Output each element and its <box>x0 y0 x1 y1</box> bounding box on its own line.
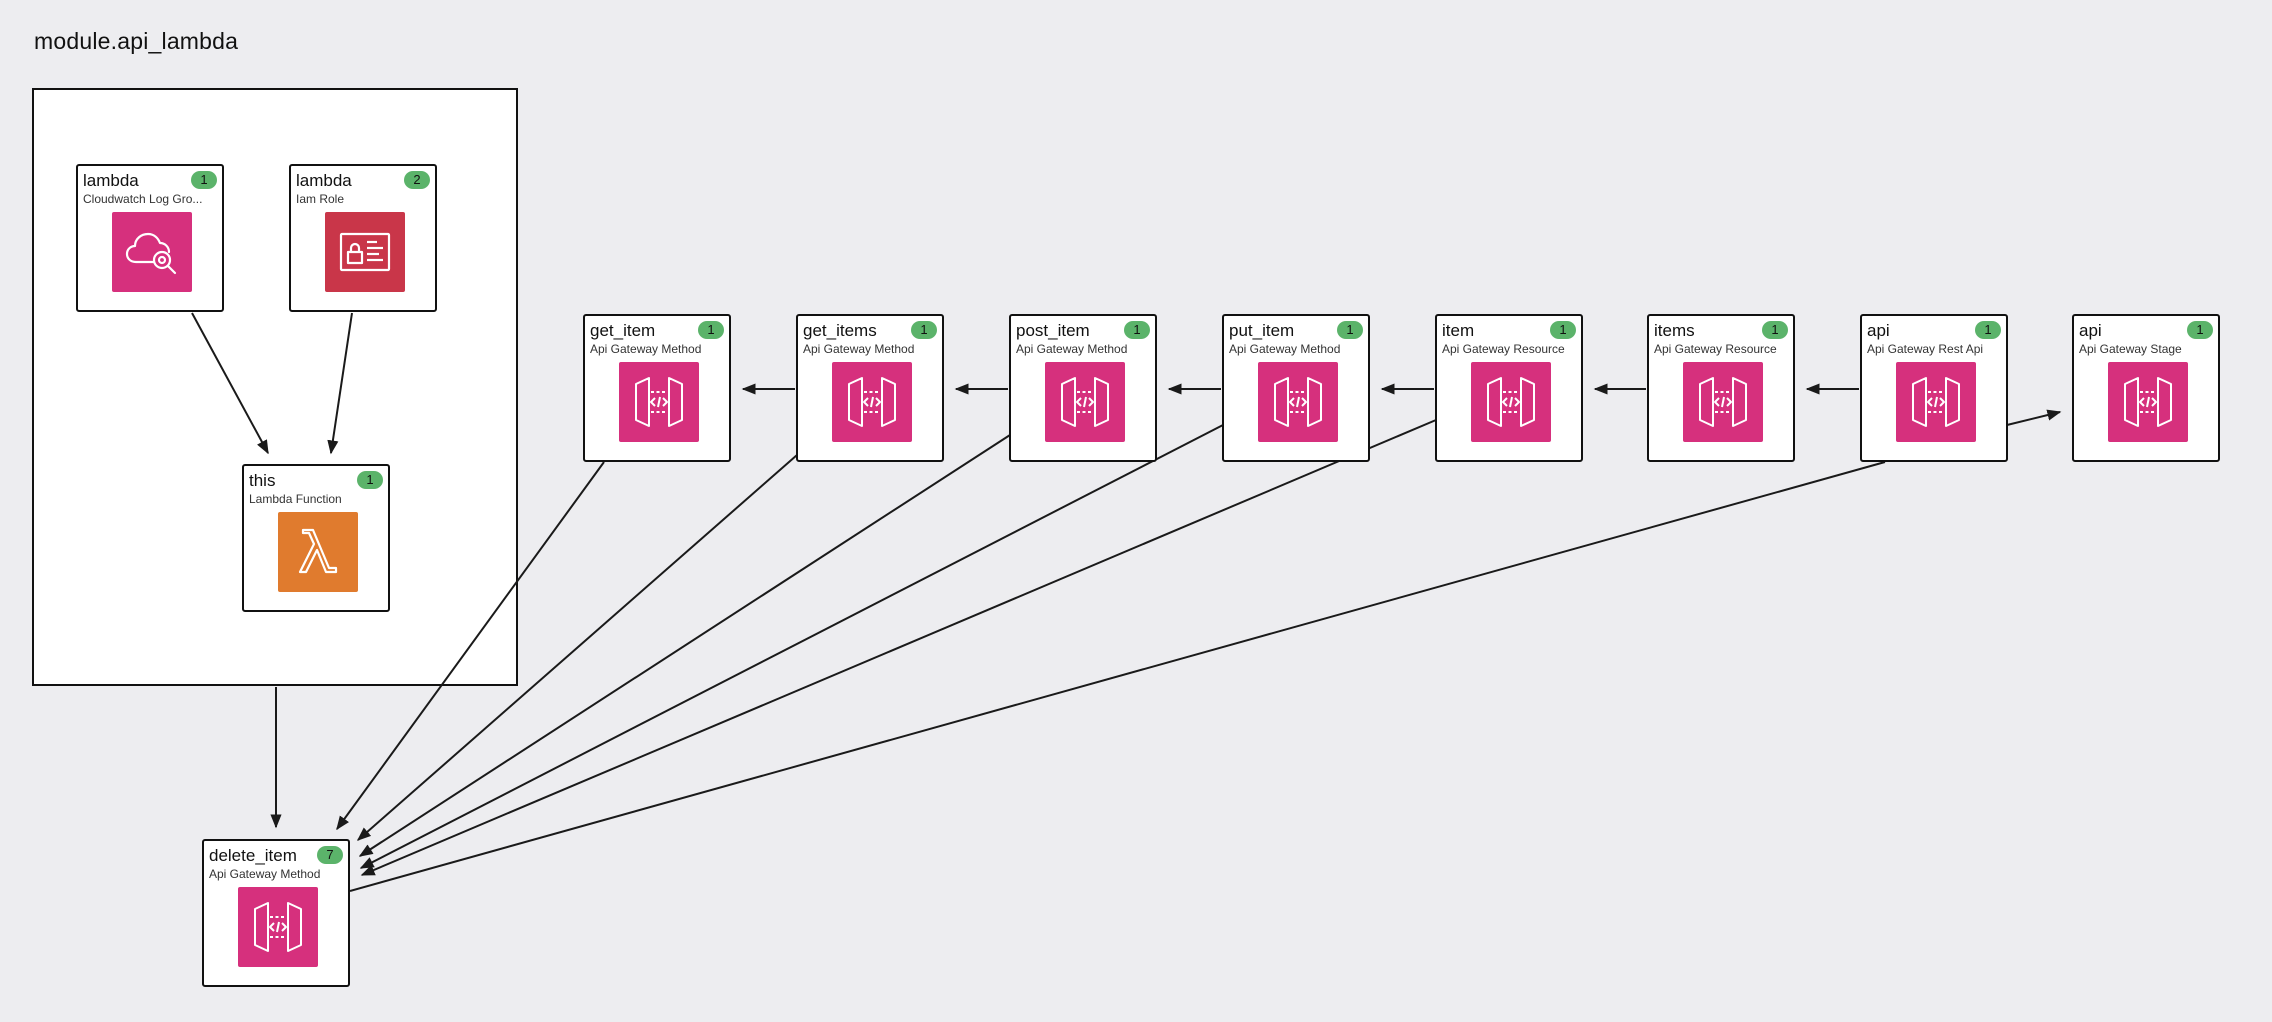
node-lambda-function[interactable]: this 1 Lambda Function <box>242 464 390 612</box>
node-delete-item[interactable]: delete_item 7 Api Gateway Method <box>202 839 350 987</box>
node-name: get_item <box>590 321 656 340</box>
node-type: Api Gateway Rest Api <box>1867 342 1984 356</box>
node-type: Iam Role <box>296 192 345 206</box>
count-badge: 1 <box>357 471 383 489</box>
count-badge: 1 <box>1975 321 2001 339</box>
node-name: item <box>1442 321 1475 340</box>
count-badge: 7 <box>317 846 343 864</box>
api-gateway-icon <box>619 362 699 442</box>
node-name: post_item <box>1016 321 1090 340</box>
node-put-item[interactable]: put_item 1 Api Gateway Method <box>1222 314 1370 462</box>
node-type: Lambda Function <box>249 492 342 506</box>
node-name: this <box>249 471 276 490</box>
node-name: delete_item <box>209 846 297 865</box>
cloudwatch-icon <box>112 212 192 292</box>
node-type: Api Gateway Resource <box>1442 342 1565 356</box>
node-name: api <box>1867 321 1890 340</box>
api-gateway-icon <box>2108 362 2188 442</box>
node-name: lambda <box>83 171 139 190</box>
node-items[interactable]: items 1 Api Gateway Resource <box>1647 314 1795 462</box>
count-badge: 1 <box>911 321 937 339</box>
node-name: items <box>1654 321 1695 340</box>
node-type: Api Gateway Method <box>590 342 702 356</box>
node-item[interactable]: item 1 Api Gateway Resource <box>1435 314 1583 462</box>
count-badge: 1 <box>1762 321 1788 339</box>
lambda-icon <box>278 512 358 592</box>
count-badge: 1 <box>2187 321 2213 339</box>
iam-role-icon <box>325 212 405 292</box>
edge-loggroup-to-lambda <box>191 312 269 455</box>
edge-api-to-stage <box>2006 409 2062 426</box>
api-gateway-icon <box>832 362 912 442</box>
node-log-group[interactable]: lambda 1 Cloudwatch Log Gro... <box>76 164 224 312</box>
node-stage[interactable]: api 1 Api Gateway Stage <box>2072 314 2220 462</box>
api-gateway-icon <box>1471 362 1551 442</box>
node-get-item[interactable]: get_item 1 Api Gateway Method <box>583 314 731 462</box>
api-gateway-icon <box>1258 362 1338 442</box>
edge-get-items-to-delete-item <box>356 454 798 841</box>
api-gateway-icon <box>1683 362 1763 442</box>
edge-put-item-to-delete-item <box>359 424 1224 869</box>
node-rest-api[interactable]: api 1 Api Gateway Rest Api <box>1860 314 2008 462</box>
node-iam-role[interactable]: lambda 2 Iam Role <box>289 164 437 312</box>
node-post-item[interactable]: post_item 1 Api Gateway Method <box>1009 314 1157 462</box>
node-type: Api Gateway Method <box>1229 342 1341 356</box>
api-gateway-icon <box>238 887 318 967</box>
count-badge: 1 <box>191 171 217 189</box>
node-type: Api Gateway Method <box>209 867 321 881</box>
count-badge: 1 <box>1550 321 1576 339</box>
node-name: put_item <box>1229 321 1295 340</box>
node-name: lambda <box>296 171 352 190</box>
edge-item-to-delete-item <box>360 419 1437 876</box>
module-title: module.api_lambda <box>34 28 239 54</box>
node-type: Api Gateway Stage <box>2079 342 2182 356</box>
count-badge: 1 <box>698 321 724 339</box>
api-gateway-icon <box>1896 362 1976 442</box>
edge-api-to-delete-item <box>349 461 1886 892</box>
node-type: Api Gateway Method <box>803 342 915 356</box>
api-gateway-icon <box>1045 362 1125 442</box>
node-type: Api Gateway Resource <box>1654 342 1777 356</box>
node-name: api <box>2079 321 2102 340</box>
count-badge: 1 <box>1337 321 1363 339</box>
node-name: get_items <box>803 321 877 340</box>
node-type: Cloudwatch Log Gro... <box>83 192 203 206</box>
edge-get-item-to-delete-item <box>336 461 605 831</box>
count-badge: 1 <box>1124 321 1150 339</box>
edge-iamrole-to-lambda <box>327 312 353 455</box>
edge-post-item-to-delete-item <box>358 434 1011 857</box>
node-type: Api Gateway Method <box>1016 342 1128 356</box>
count-badge: 2 <box>404 171 430 189</box>
node-get-items[interactable]: get_items 1 Api Gateway Method <box>796 314 944 462</box>
